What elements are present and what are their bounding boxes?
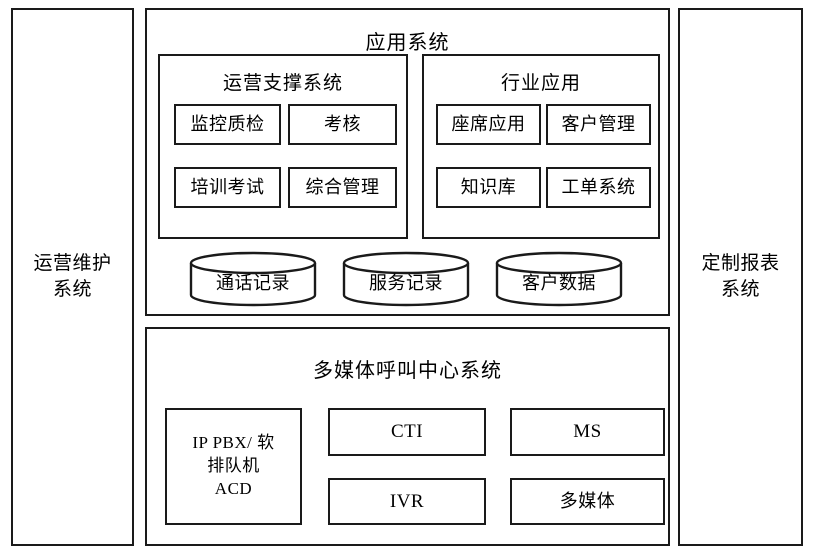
module-multimedia[interactable]: 多媒体 (510, 478, 665, 525)
datastore-call-records[interactable]: 通话记录 (189, 251, 317, 307)
module-ms[interactable]: MS (510, 408, 665, 456)
module-label: 工单系统 (561, 176, 636, 197)
module-ip-pbx-soft-acd[interactable]: IP PBX/ 软 排队机 ACD (165, 408, 302, 525)
group-operations-support-title: 运营支撑系统 (222, 73, 343, 94)
application-system-panel: 应用系统 运营支撑系统 监控质检 考核 培训考试 综合管理 行业应用 座席应用 (145, 8, 670, 316)
module-label: 多媒体 (559, 490, 616, 511)
module-label: MS (573, 421, 602, 443)
datastore-service-records[interactable]: 服务记录 (342, 251, 470, 307)
application-system-title: 应用系统 (365, 32, 450, 54)
module-agent-application[interactable]: 座席应用 (436, 104, 541, 145)
module-label: 培训考试 (190, 176, 265, 197)
module-integrated-management[interactable]: 综合管理 (288, 167, 397, 208)
module-ivr[interactable]: IVR (328, 478, 486, 525)
module-assessment[interactable]: 考核 (288, 104, 397, 145)
call-center-system-panel: 多媒体呼叫中心系统 IP PBX/ 软 排队机 ACD CTI MS IVR 多… (145, 327, 670, 546)
module-training-exam[interactable]: 培训考试 (174, 167, 281, 208)
module-knowledge-base[interactable]: 知识库 (436, 167, 541, 208)
datastore-customer-data[interactable]: 客户数据 (495, 251, 623, 307)
module-label: 座席应用 (451, 113, 526, 134)
datastore-label: 通话记录 (216, 273, 290, 293)
module-label: 监控质检 (190, 113, 265, 134)
module-label: CTI (390, 421, 424, 443)
module-label: 知识库 (460, 176, 517, 197)
module-work-order-system[interactable]: 工单系统 (546, 167, 651, 208)
cylinder-shape (495, 251, 623, 307)
cylinder-shape (189, 251, 317, 307)
module-label: 综合管理 (305, 176, 380, 197)
module-label: IP PBX/ 软 排队机 ACD (192, 433, 275, 498)
module-label: IVR (389, 490, 425, 512)
module-label: 客户管理 (561, 113, 636, 134)
module-cti[interactable]: CTI (328, 408, 486, 456)
right-panel-custom-reports: 定制报表 系统 (678, 8, 803, 546)
right-panel-label: 定制报表 系统 (701, 253, 780, 300)
module-label: 考核 (324, 113, 361, 134)
module-monitoring-quality-inspection[interactable]: 监控质检 (174, 104, 281, 145)
left-panel-operations-maintenance: 运营维护 系统 (11, 8, 134, 546)
cylinder-shape (342, 251, 470, 307)
group-industry-application-title: 行业应用 (500, 73, 581, 94)
call-center-system-title: 多媒体呼叫中心系统 (313, 360, 502, 382)
left-panel-label: 运营维护 系统 (33, 253, 112, 300)
datastore-label: 客户数据 (522, 273, 596, 293)
group-industry-application-panel: 行业应用 座席应用 客户管理 知识库 工单系统 (422, 54, 660, 239)
module-customer-management[interactable]: 客户管理 (546, 104, 651, 145)
group-operations-support-panel: 运营支撑系统 监控质检 考核 培训考试 综合管理 (158, 54, 408, 239)
datastore-label: 服务记录 (369, 273, 443, 293)
